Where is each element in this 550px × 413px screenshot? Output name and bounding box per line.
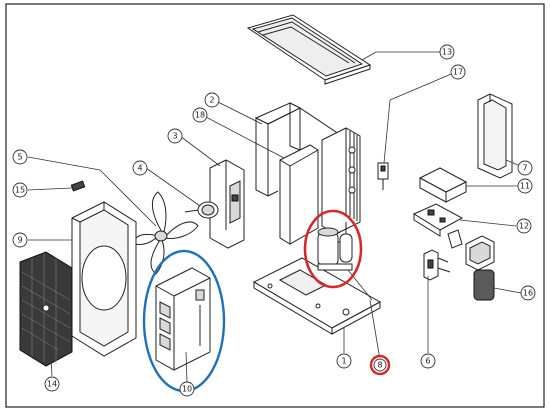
- callout-7: 7: [517, 160, 533, 176]
- svg-text:8: 8: [377, 361, 382, 370]
- fan-grille-part: [19, 251, 73, 367]
- diagram-frame: [5, 3, 545, 408]
- base-pan-part: [252, 257, 382, 335]
- motor-bracket-part: [209, 159, 245, 249]
- callout-12: 12: [516, 218, 532, 234]
- condenser-coil-part: [321, 127, 361, 235]
- svg-text:5: 5: [17, 153, 22, 162]
- callout-13: 13: [439, 44, 455, 60]
- separator-panel-part: [279, 144, 319, 245]
- callout-8: 8: [369, 354, 391, 376]
- svg-text:16: 16: [523, 289, 533, 298]
- svg-text:6: 6: [425, 357, 430, 366]
- svg-text:4: 4: [137, 164, 142, 173]
- svg-text:9: 9: [17, 236, 22, 245]
- leader-lines: [27, 51, 526, 383]
- callout-15: 15: [12, 182, 28, 198]
- top-cover-part: [246, 14, 372, 85]
- callout-9: 9: [12, 232, 28, 248]
- svg-text:3: 3: [172, 132, 177, 141]
- svg-text:14: 14: [47, 380, 57, 389]
- svg-text:15: 15: [15, 186, 25, 195]
- electric-box-cover-part: [418, 167, 468, 203]
- front-panel-part: [71, 201, 137, 357]
- callout-10: 10: [179, 381, 195, 397]
- callout-5: 5: [12, 149, 28, 165]
- right-side-cover-part: [477, 93, 513, 179]
- callout-16: 16: [520, 285, 536, 301]
- svg-text:18: 18: [195, 111, 205, 120]
- svg-text:17: 17: [453, 68, 463, 77]
- compressor-part: [317, 222, 353, 271]
- callout-2: 2: [204, 92, 220, 108]
- svg-text:2: 2: [209, 96, 214, 105]
- svg-text:7: 7: [522, 164, 527, 173]
- valve-cover-part: [465, 235, 495, 301]
- callout-6: 6: [420, 353, 436, 369]
- fan-blade-part: [133, 191, 199, 275]
- svg-text:12: 12: [519, 222, 529, 231]
- compressor-highlight: [303, 209, 363, 289]
- control-board-part: [412, 203, 464, 249]
- clip-part: [70, 180, 86, 192]
- callout-11: 11: [517, 178, 533, 194]
- callout-18: 18: [192, 107, 208, 123]
- fan-motor-part: [184, 201, 219, 219]
- valve-part: [377, 162, 389, 190]
- terminal-block-part: [423, 249, 451, 281]
- svg-text:13: 13: [442, 48, 452, 57]
- side-panel-part: [155, 267, 211, 371]
- callout-17: 17: [450, 64, 466, 80]
- svg-text:10: 10: [182, 385, 192, 394]
- callout-1: 1: [336, 353, 352, 369]
- svg-text:11: 11: [520, 182, 530, 191]
- rear-housing-part: [254, 102, 346, 197]
- callout-14: 14: [44, 376, 60, 392]
- callout-4: 4: [132, 160, 148, 176]
- svg-text:1: 1: [341, 357, 346, 366]
- callout-3: 3: [167, 128, 183, 144]
